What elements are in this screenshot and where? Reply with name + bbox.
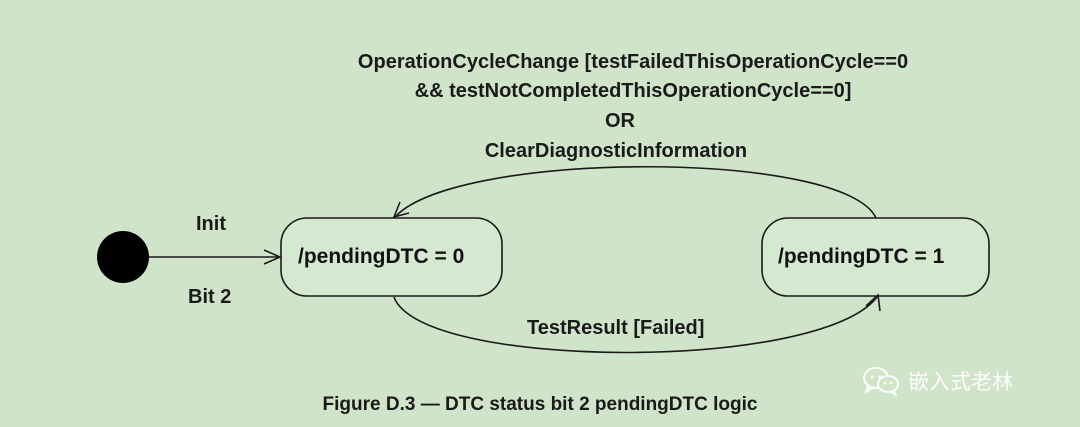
fail-condition-label: TestResult [Failed] xyxy=(527,317,705,339)
watermark: 嵌入式老林 xyxy=(862,366,1013,396)
state-label-pending-zero: /pendingDTC = 0 xyxy=(298,245,465,268)
reset-condition-line-2: && testNotCompletedThisOperationCycle==0… xyxy=(414,80,852,102)
fail-transition-curve xyxy=(393,296,878,354)
reset-condition-line-4: ClearDiagnosticInformation xyxy=(484,140,748,162)
init-transition-arrowhead xyxy=(263,249,282,265)
reset-transition-arrowhead xyxy=(392,201,410,219)
reset-condition-label: OperationCycleChange [testFailedThisOper… xyxy=(292,48,974,166)
init-bit-label: Bit 2 xyxy=(188,286,232,308)
state-box-pending-zero xyxy=(280,217,503,297)
figure-caption: Figure D.3 — DTC status bit 2 pendingDTC… xyxy=(322,394,758,415)
reset-condition-line-3: OR xyxy=(605,110,635,132)
reset-transition-curve xyxy=(395,165,877,219)
state-label-pending-one: /pendingDTC = 1 xyxy=(778,245,945,268)
init-label: Init xyxy=(196,213,226,235)
initial-state-dot xyxy=(97,231,149,283)
watermark-text: 嵌入式老林 xyxy=(908,370,1013,394)
wechat-icon xyxy=(863,367,899,396)
reset-condition-line-1: OperationCycleChange [testFailedThisOper… xyxy=(357,51,909,73)
fail-transition-arrowhead xyxy=(865,293,881,312)
